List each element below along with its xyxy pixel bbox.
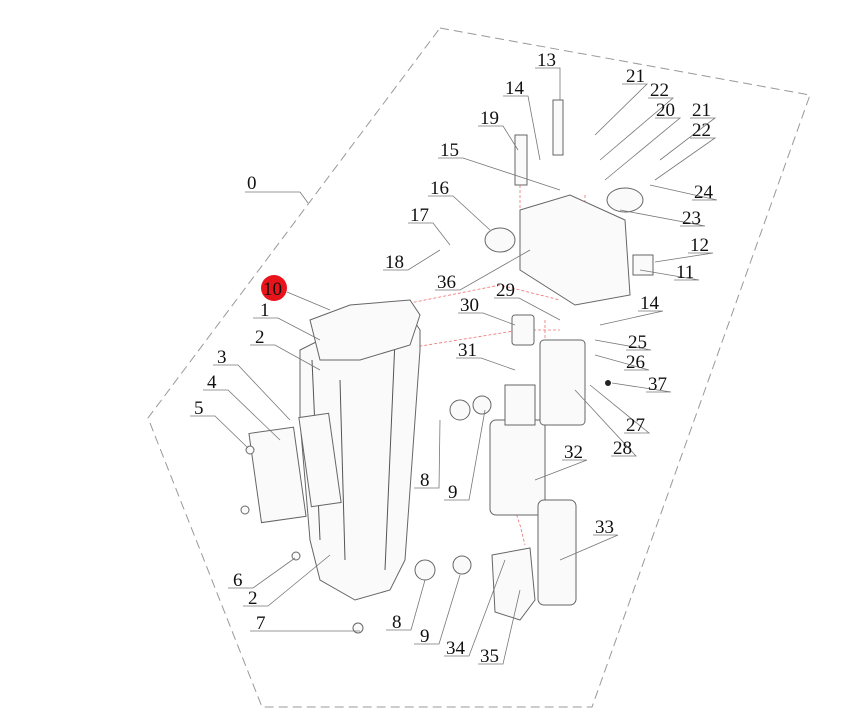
cover-plate-part	[248, 426, 307, 524]
filter-part	[537, 499, 577, 606]
label-13[interactable]: 13	[537, 50, 556, 71]
highlight-marker[interactable]	[261, 275, 287, 301]
label-2[interactable]: 2	[255, 327, 265, 348]
upper-housing-part	[519, 194, 631, 306]
label-35[interactable]: 35	[480, 646, 499, 667]
label-16[interactable]: 16	[430, 178, 449, 199]
label-4[interactable]: 4	[207, 372, 217, 393]
label-12[interactable]: 12	[690, 235, 709, 256]
label-32[interactable]: 32	[564, 442, 583, 463]
label-29[interactable]: 29	[496, 280, 515, 301]
label-37[interactable]: 37	[648, 374, 667, 395]
label-5[interactable]: 5	[194, 398, 204, 419]
label-9b[interactable]: 9	[420, 626, 430, 647]
label-10[interactable]: 10	[263, 279, 282, 300]
label-11[interactable]: 11	[676, 262, 694, 283]
label-28[interactable]: 28	[613, 438, 632, 459]
label-15[interactable]: 15	[440, 140, 459, 161]
label-7[interactable]: 7	[256, 613, 266, 634]
label-33[interactable]: 33	[595, 517, 614, 538]
label-8[interactable]: 8	[420, 470, 430, 491]
label-17[interactable]: 17	[410, 205, 429, 226]
label-22[interactable]: 22	[650, 80, 669, 101]
label-24[interactable]: 24	[694, 182, 714, 203]
label-0[interactable]: 0	[247, 173, 257, 194]
leader-lines	[190, 67, 718, 665]
label-3[interactable]: 3	[217, 347, 227, 368]
label-1[interactable]: 1	[260, 300, 270, 321]
label-19[interactable]: 19	[480, 108, 499, 129]
label-9[interactable]: 9	[448, 482, 458, 503]
label-18[interactable]: 18	[385, 252, 404, 273]
label-6[interactable]: 6	[233, 570, 243, 591]
label-31[interactable]: 31	[458, 340, 477, 361]
label-23[interactable]: 23	[682, 208, 701, 229]
label-8b[interactable]: 8	[392, 612, 402, 633]
label-26[interactable]: 26	[626, 352, 645, 373]
label-20[interactable]: 20	[656, 100, 675, 121]
label-34[interactable]: 34	[446, 638, 466, 659]
label-25[interactable]: 25	[628, 332, 647, 353]
label-14[interactable]: 14	[505, 78, 525, 99]
part-labels: 13 14 21 22 20 21 22 19 15 16 17 24 23 1…	[194, 50, 714, 667]
label-21[interactable]: 21	[626, 66, 645, 87]
label-21b[interactable]: 21	[692, 100, 711, 121]
label-2b[interactable]: 2	[248, 588, 258, 609]
fuel-pump-part	[489, 419, 546, 516]
assembly-boundary	[147, 27, 811, 708]
gasket-part	[309, 299, 421, 361]
label-27[interactable]: 27	[626, 415, 645, 436]
label-30[interactable]: 30	[460, 295, 479, 316]
label-14b[interactable]: 14	[640, 293, 660, 314]
parts	[240, 99, 654, 634]
label-22b[interactable]: 22	[692, 120, 711, 141]
label-36[interactable]: 36	[437, 272, 456, 293]
